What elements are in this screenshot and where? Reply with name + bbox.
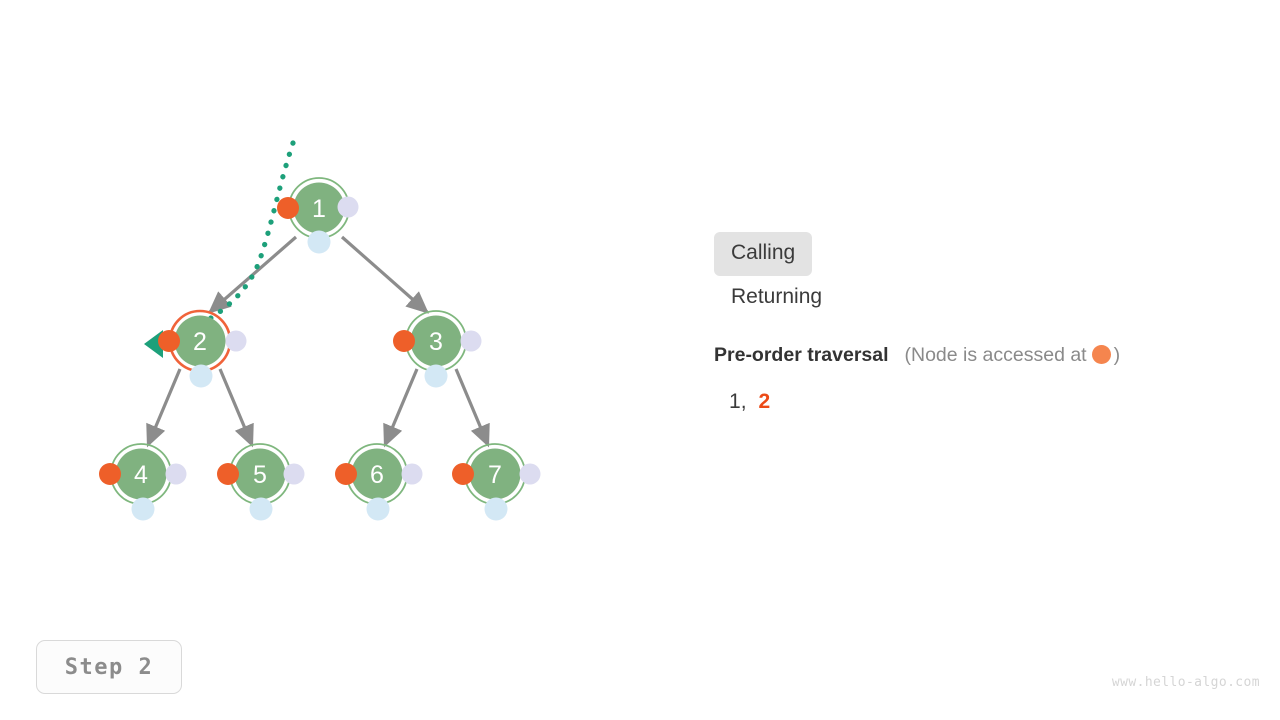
node-1-circle (293, 182, 345, 234)
edge-1-2 (208, 235, 298, 314)
node-5-bottom-dot (249, 497, 273, 521)
node-3-right-dot (460, 330, 482, 352)
node-7-right-dot (519, 463, 541, 485)
legend-note-close: ) (1113, 344, 1121, 366)
recursion-path-arrowhead (144, 330, 163, 358)
info-panel: Calling Returning Pre-order traversal (N… (714, 232, 1254, 414)
tree-node-1[interactable]: 1 (277, 177, 359, 254)
node-4-access-dot (99, 463, 121, 485)
node-3-circle (410, 315, 462, 367)
edge-2-4 (146, 368, 182, 448)
node-5-label: 5 (253, 461, 267, 489)
node-7-bottom-dot (484, 497, 508, 521)
node-3-bottom-dot (424, 364, 448, 388)
state-returning-label: Returning (731, 285, 823, 308)
legend-row: Pre-order traversal (Node is accessed at… (714, 344, 1254, 367)
node-4-right-dot (165, 463, 187, 485)
node-1-bottom-dot (307, 230, 331, 254)
step-badge: Step 2 (36, 640, 182, 694)
legend-note-open: (Node is accessed at (904, 344, 1087, 366)
node-6-right-dot (401, 463, 423, 485)
node-3-label: 3 (429, 328, 443, 356)
node-6-label: 6 (370, 461, 384, 489)
node-2-circle (174, 315, 226, 367)
tree-node-3[interactable]: 3 (393, 310, 482, 388)
tree-node-4[interactable]: 4 (99, 443, 187, 521)
node-1-access-dot (277, 197, 299, 219)
node-4-label: 4 (134, 461, 148, 489)
node-7-access-dot (452, 463, 474, 485)
node-7-circle (469, 448, 521, 500)
legend-title: Pre-order traversal (714, 344, 889, 366)
node-2-right-dot (225, 330, 247, 352)
node-5-circle (234, 448, 286, 500)
state-calling-row: Calling (714, 232, 1254, 276)
edge-2-5 (218, 368, 254, 448)
node-6-bottom-dot (366, 497, 390, 521)
result-value-current: 2 (758, 390, 771, 413)
node-6-circle (351, 448, 403, 500)
tree-node-5[interactable]: 5 (217, 443, 305, 521)
node-2-access-dot (158, 330, 180, 352)
edge-3-7 (454, 368, 490, 448)
node-5-right-dot (283, 463, 305, 485)
tree-node-7[interactable]: 7 (452, 443, 541, 521)
node-1-right-dot (337, 196, 359, 218)
node-4-bottom-dot (131, 497, 155, 521)
tree-edges (146, 235, 490, 448)
node-2-label: 2 (193, 328, 207, 356)
result-value-prev: 1 (729, 390, 741, 413)
node-1-label: 1 (312, 195, 326, 223)
edge-3-6 (383, 368, 419, 448)
state-calling-badge: Calling (714, 232, 813, 276)
edge-1-3 (340, 235, 429, 314)
tree-node-2[interactable]: 2 (158, 309, 247, 388)
node-5-access-dot (217, 463, 239, 485)
node-7-label: 7 (488, 461, 502, 489)
legend-note: (Node is accessed at) (905, 344, 1121, 367)
node-3-access-dot (393, 330, 415, 352)
traversal-result: 1,2 (729, 390, 1254, 414)
node-6-access-dot (335, 463, 357, 485)
access-dot-icon (1091, 345, 1111, 364)
result-separator: , (740, 390, 747, 413)
tree-node-6[interactable]: 6 (335, 443, 423, 521)
watermark: www.hello-algo.com (1111, 675, 1260, 690)
state-returning-row: Returning (714, 276, 1254, 320)
recursion-path-dotted (163, 140, 296, 344)
node-4-circle (115, 448, 167, 500)
node-2-bottom-dot (189, 364, 213, 388)
